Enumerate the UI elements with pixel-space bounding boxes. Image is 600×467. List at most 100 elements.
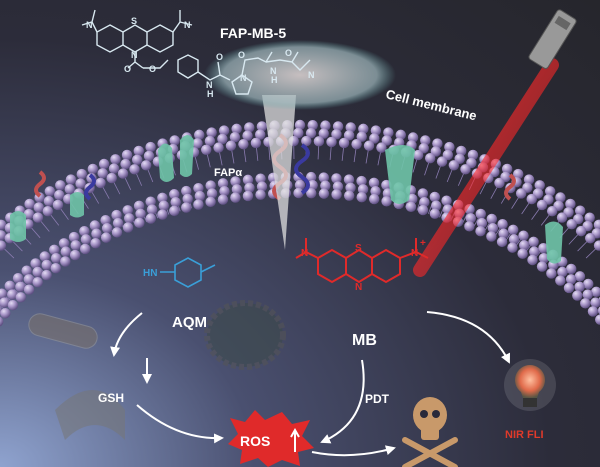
lipid-head bbox=[307, 119, 318, 131]
lipid-head bbox=[23, 274, 35, 285]
lipid-head bbox=[345, 182, 356, 193]
atom-label: N bbox=[184, 20, 191, 30]
gsh-label: GSH bbox=[98, 391, 124, 405]
lipid-head bbox=[507, 242, 518, 253]
lipid-head bbox=[574, 281, 585, 293]
lipid-head bbox=[381, 135, 392, 146]
lipid-head bbox=[206, 188, 218, 199]
cell-membrane-bilayer bbox=[0, 119, 600, 327]
lipid-head bbox=[441, 195, 452, 206]
lipid-head bbox=[395, 129, 406, 141]
lipid-head bbox=[143, 150, 155, 162]
lipid-head bbox=[218, 125, 230, 136]
lipid-head bbox=[124, 213, 135, 224]
lipid-head bbox=[110, 154, 121, 165]
lipid-head bbox=[108, 163, 120, 174]
lipid-head bbox=[242, 190, 254, 202]
lipid-head bbox=[436, 156, 448, 167]
lipid-head bbox=[501, 163, 513, 175]
lipid-head bbox=[0, 297, 10, 308]
lipid-head bbox=[254, 129, 266, 140]
lipid-head bbox=[305, 127, 317, 139]
lipid-head bbox=[42, 205, 54, 217]
lipid-head bbox=[528, 236, 539, 247]
lipid-head bbox=[50, 252, 62, 264]
lipid-head bbox=[420, 135, 431, 146]
lipid-head bbox=[145, 141, 156, 153]
lipid-head bbox=[60, 256, 71, 267]
lipid-head bbox=[546, 205, 558, 217]
lipid-head bbox=[332, 181, 344, 192]
lipid-head bbox=[79, 225, 90, 237]
lipid-head bbox=[41, 269, 52, 281]
lipid-head bbox=[444, 141, 455, 153]
lipid-head bbox=[357, 184, 369, 195]
protein bbox=[385, 145, 415, 204]
probe-label: FAP-MB-5 bbox=[220, 25, 286, 41]
lipid-head bbox=[204, 135, 216, 147]
lipid-head bbox=[318, 172, 330, 183]
lipid-head bbox=[182, 193, 193, 205]
lipid-head bbox=[527, 254, 538, 266]
lipid-head bbox=[75, 178, 86, 189]
lipid-head bbox=[343, 130, 355, 141]
lipid-head bbox=[54, 189, 65, 201]
lipid-head bbox=[332, 121, 344, 132]
lipid-head bbox=[515, 188, 527, 199]
lipid-head bbox=[192, 138, 203, 149]
fap-alpha-label: FAPα bbox=[214, 167, 242, 179]
lipid-head bbox=[134, 217, 145, 229]
pathway-arrows bbox=[110, 311, 510, 457]
lipid-head bbox=[0, 240, 7, 251]
lipid-head bbox=[448, 160, 460, 171]
pdt-label: PDT bbox=[365, 392, 390, 406]
lipid-head bbox=[293, 187, 304, 199]
lipid-head bbox=[566, 219, 577, 230]
cleavage-arrow bbox=[262, 95, 296, 250]
lipid-head bbox=[112, 217, 124, 229]
lipid-head bbox=[145, 213, 156, 224]
lipid-head bbox=[87, 163, 99, 175]
lipid-head bbox=[181, 202, 192, 213]
lipid-head bbox=[60, 246, 71, 257]
lipid-head bbox=[591, 286, 600, 298]
lipid-head bbox=[170, 196, 181, 208]
lipid-head bbox=[565, 274, 577, 285]
lipid-head bbox=[64, 183, 75, 195]
lipid-head bbox=[369, 133, 380, 144]
lipid-head bbox=[158, 200, 169, 211]
lipid-head bbox=[417, 204, 429, 216]
lipid-head bbox=[41, 259, 52, 271]
lipid-head bbox=[50, 262, 61, 274]
cell-membrane-label: Cell membrane bbox=[384, 86, 478, 123]
lipid-head bbox=[229, 131, 241, 143]
lipid-head bbox=[356, 192, 367, 203]
lipid-head bbox=[194, 129, 205, 141]
lipid-head bbox=[256, 121, 268, 132]
nir-fli-label: NIR FLI bbox=[505, 429, 544, 441]
lipid-head bbox=[0, 316, 4, 327]
lipid-head bbox=[79, 243, 91, 255]
lipid-head bbox=[313, 136, 325, 147]
lipid-head bbox=[370, 125, 382, 136]
lipid-head bbox=[595, 314, 600, 325]
lipid-head bbox=[181, 185, 192, 197]
lipid-head bbox=[370, 186, 381, 197]
lipid-head bbox=[320, 120, 331, 131]
lipid-head bbox=[563, 282, 575, 294]
lipid-head bbox=[345, 122, 356, 133]
arrow-mb-to-ros bbox=[320, 359, 365, 444]
lipid-head bbox=[593, 219, 600, 231]
lipid-head bbox=[476, 217, 488, 229]
lipid-head bbox=[301, 135, 312, 147]
lipid-head bbox=[15, 292, 27, 303]
lipid-head bbox=[460, 164, 471, 175]
lipid-head bbox=[206, 127, 217, 138]
lipid-head bbox=[306, 187, 317, 199]
lipid-head bbox=[244, 122, 255, 133]
protein bbox=[10, 211, 26, 242]
lipid-head bbox=[368, 177, 380, 189]
ros-burst bbox=[228, 410, 314, 467]
lipid-head bbox=[23, 208, 35, 220]
